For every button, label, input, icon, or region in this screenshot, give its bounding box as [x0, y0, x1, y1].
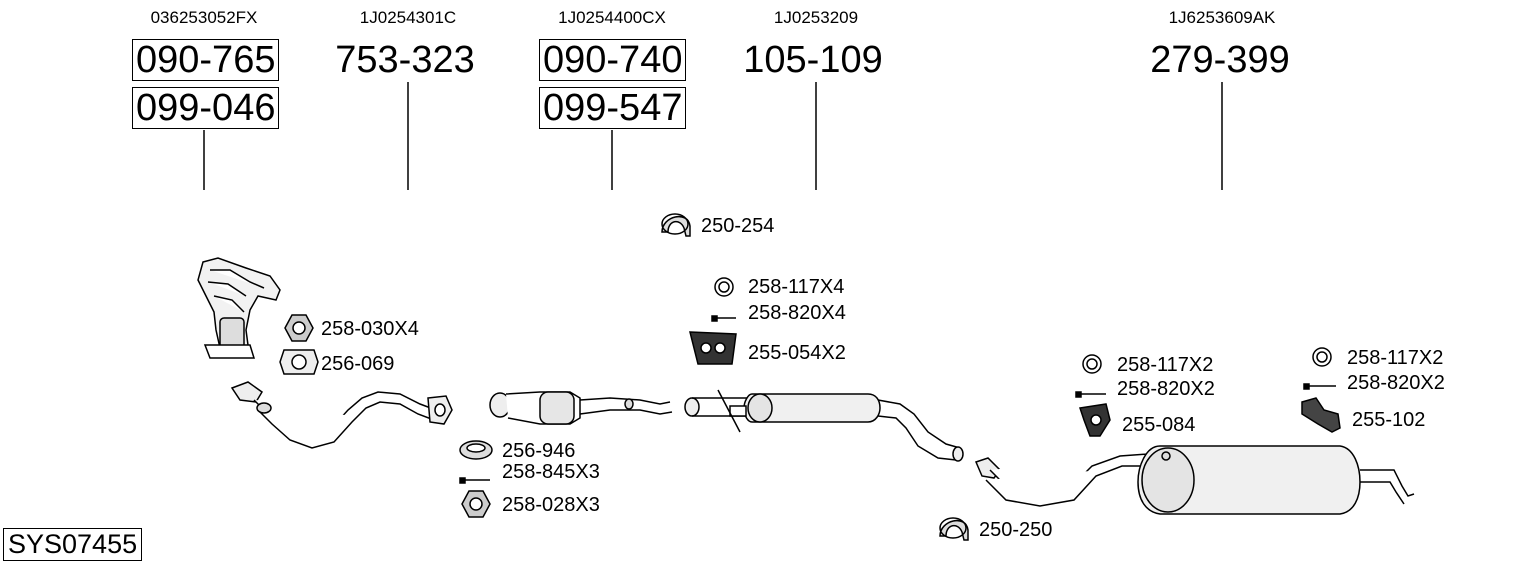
bolt-icon: [711, 315, 736, 322]
gasket-icon: [279, 349, 319, 375]
ring-icon: [714, 277, 734, 297]
accessory-label[interactable]: 258-820X2: [1117, 378, 1215, 400]
accessory-label[interactable]: 255-102: [1352, 409, 1426, 431]
hex-nut-icon: [284, 314, 314, 342]
accessory-label[interactable]: 258-117X2: [1347, 347, 1444, 369]
part-number-box[interactable]: 090-740: [539, 39, 687, 81]
accessory-label[interactable]: 256-069: [321, 353, 395, 375]
accessory-label[interactable]: 258-030X4: [321, 318, 419, 340]
part-number-box[interactable]: 099-046: [132, 87, 280, 129]
hanger-icon: [1079, 403, 1111, 437]
oem-number: 1J0254301C: [359, 8, 457, 27]
accessory-label[interactable]: 250-250: [979, 519, 1053, 541]
bolt-icon: [1075, 391, 1106, 398]
accessory-label[interactable]: 256-946: [502, 440, 576, 462]
bracket-icon: [1301, 397, 1341, 433]
rubber-mount-icon: [689, 331, 737, 365]
accessory-label[interactable]: 255-084: [1122, 414, 1196, 436]
bolt-icon: [1303, 383, 1336, 390]
clamp-icon: [939, 517, 969, 541]
oem-number: 1J0254400CX: [558, 8, 666, 27]
system-code-box: SYS07455: [3, 528, 143, 561]
exhaust-manifold-part: [197, 257, 281, 359]
oem-number: 1J6253609AK: [1168, 8, 1276, 27]
accessory-label[interactable]: 258-117X2: [1117, 354, 1214, 376]
catalytic-converter-part: [489, 391, 673, 425]
oem-number: 1J0253209: [773, 8, 859, 27]
part-number[interactable]: 105-109: [743, 39, 883, 81]
hex-nut-icon: [461, 490, 491, 518]
ring-icon: [1082, 354, 1102, 374]
accessory-label[interactable]: 258-820X2: [1347, 372, 1445, 394]
front-pipe-part: [230, 381, 453, 449]
accessory-label[interactable]: 258-028X3: [502, 494, 600, 516]
part-number[interactable]: 753-323: [335, 39, 475, 81]
accessory-label[interactable]: 255-054X2: [748, 342, 846, 364]
accessory-label[interactable]: 258-117X4: [748, 276, 845, 298]
part-number-box[interactable]: 099-547: [539, 87, 687, 129]
bolt-icon: [459, 477, 490, 484]
accessory-label[interactable]: 258-845X3: [502, 461, 600, 483]
ring-gasket-icon: [459, 440, 493, 460]
accessory-label[interactable]: 258-820X4: [748, 302, 846, 324]
middle-silencer-part: [684, 389, 964, 462]
part-number-box[interactable]: 090-765: [132, 39, 280, 81]
oem-number: 036253052FX: [150, 8, 258, 27]
rear-silencer-part: [974, 445, 1415, 515]
part-number[interactable]: 279-399: [1150, 39, 1290, 81]
clamp-icon: [661, 213, 691, 237]
accessory-label[interactable]: 250-254: [701, 215, 775, 237]
ring-icon: [1312, 347, 1332, 367]
